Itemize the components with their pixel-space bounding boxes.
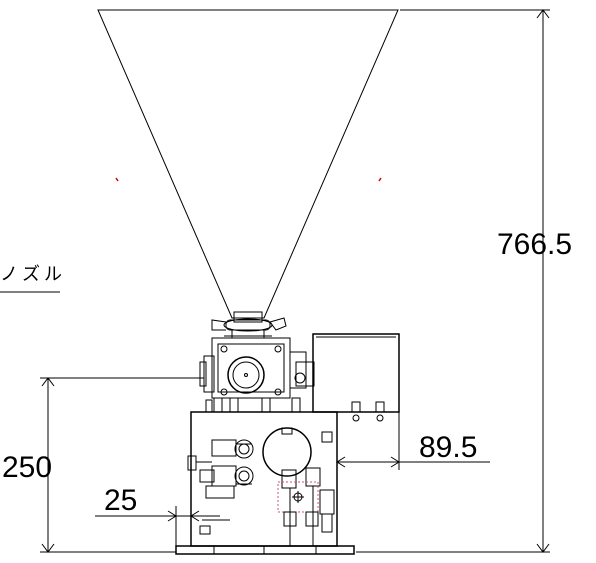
base-cabinet [187, 411, 338, 547]
coupling-clamp [211, 317, 287, 339]
red-mark-left [115, 177, 119, 182]
total-height-label: 766.5 [497, 228, 572, 261]
dimension-bottom-offset [95, 506, 220, 552]
dimension-total-height [356, 9, 550, 553]
valve-body [199, 337, 315, 413]
base-height-label: 250 [2, 451, 52, 484]
dimension-base-height [40, 377, 204, 553]
hopper [97, 9, 399, 323]
control-box [312, 333, 400, 422]
red-mark-right [378, 177, 382, 182]
dimension-side-offset [336, 412, 490, 470]
highlight-box [277, 481, 319, 513]
side-offset-label: 89.5 [419, 431, 477, 464]
bottom-offset-label: 25 [104, 484, 137, 517]
nozzle-label: ノズル [0, 264, 66, 285]
base-plate [175, 545, 355, 555]
